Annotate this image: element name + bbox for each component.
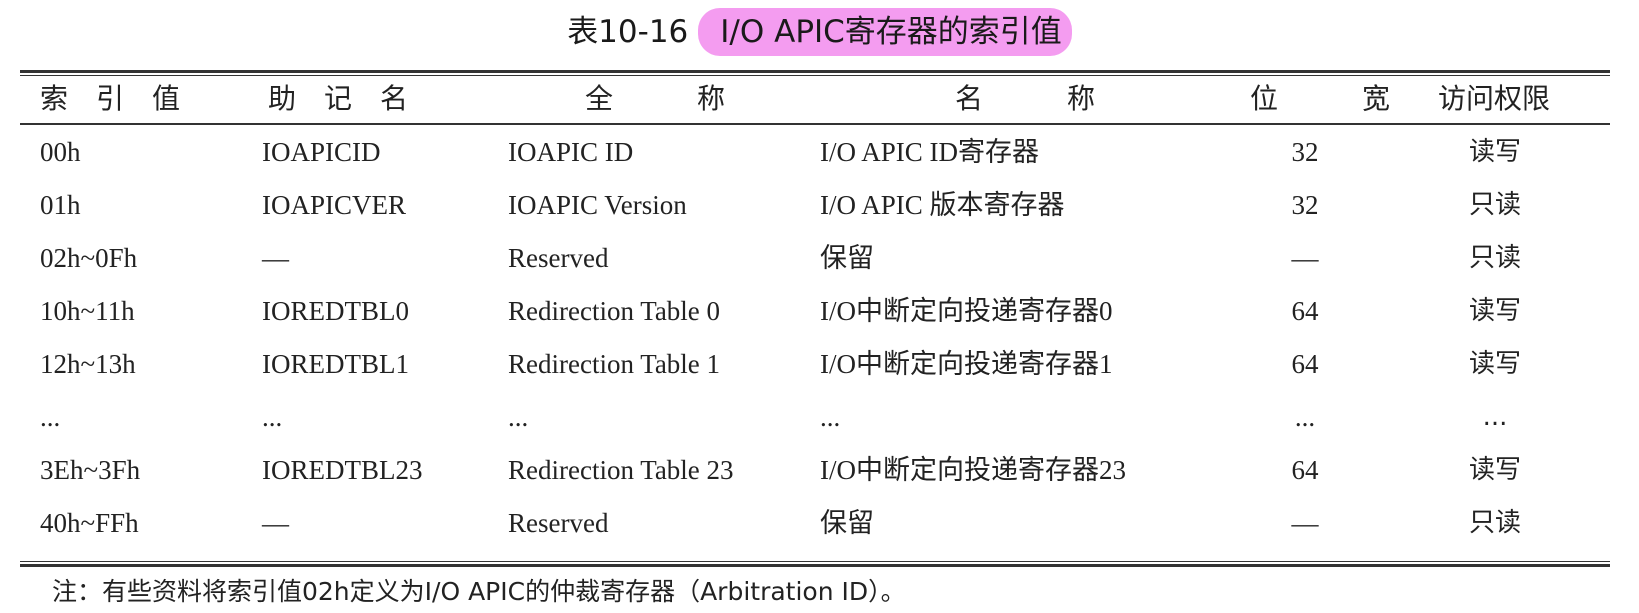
cell-index: 10h~11h (40, 296, 135, 326)
table-footnote: 注：有些资料将索引值02h定义为I/O APIC的仲裁寄存器（Arbitrati… (52, 577, 906, 606)
table-row: 3Eh~3Fh IOREDTBL23 Redirection Table 23 … (0, 444, 1639, 496)
cell-full-name: IOAPIC ID (508, 137, 634, 167)
cell-name: 保留 (820, 243, 874, 273)
cell-mnemonic: ... (262, 402, 283, 432)
top-rule (20, 70, 1610, 73)
table-row: 01h IOAPICVER IOAPIC Version I/O APIC 版本… (0, 179, 1639, 231)
cell-access: 读写 (1468, 349, 1521, 379)
header-name: 名 称 (955, 82, 1096, 115)
cell-mnemonic: IOREDTBL1 (262, 349, 409, 379)
table-row: 10h~11h IOREDTBL0 Redirection Table 0 I/… (0, 285, 1639, 337)
cell-full-name: Redirection Table 1 (508, 349, 721, 379)
cell-bit-width: 32 (1291, 190, 1319, 220)
table-row: 02h~0Fh — Reserved 保留 — 只读 (0, 232, 1639, 284)
cell-access: 只读 (1468, 243, 1521, 273)
cell-access: 读写 (1468, 455, 1521, 485)
table-row: 00h IOAPICID IOAPIC ID I/O APIC ID寄存器 32… (0, 126, 1639, 178)
cell-name: I/O中断定向投递寄存器23 (820, 455, 1126, 485)
cell-access: 读写 (1468, 137, 1521, 167)
cell-bit-width: — (1291, 508, 1319, 538)
cell-bit-width: — (1291, 243, 1319, 273)
bottom-rule (20, 564, 1610, 567)
cell-mnemonic: IOAPICID (262, 137, 381, 167)
header-rule (20, 123, 1610, 125)
cell-full-name: IOAPIC Version (508, 190, 687, 220)
table-row: ... ... ... ... ... ... (0, 391, 1639, 443)
cell-bit-width: 64 (1291, 455, 1319, 485)
cell-index: 12h~13h (40, 349, 136, 379)
cell-full-name: Redirection Table 0 (508, 296, 721, 326)
table-title-highlight: I/O APIC寄存器的索引值 (698, 8, 1072, 56)
header-access: 访问权限 (1438, 82, 1551, 115)
cell-full-name: Reserved (508, 243, 609, 273)
cell-name: I/O中断定向投递寄存器1 (820, 349, 1113, 379)
cell-mnemonic: IOREDTBL0 (262, 296, 409, 326)
cell-name: I/O APIC ID寄存器 (820, 137, 1040, 167)
header-full-name: 全 称 (585, 82, 726, 115)
header-bit-width: 位 宽 (1250, 82, 1391, 115)
cell-index: 40h~FFh (40, 508, 139, 538)
cell-full-name: Reserved (508, 508, 609, 538)
cell-mnemonic: — (262, 508, 289, 538)
top-rule-thin (20, 75, 1610, 76)
cell-mnemonic: IOREDTBL23 (262, 455, 423, 485)
cell-bit-width: 64 (1291, 349, 1319, 379)
cell-access: 读写 (1468, 296, 1521, 326)
bottom-rule-thin (20, 561, 1610, 562)
cell-name: I/O中断定向投递寄存器0 (820, 296, 1113, 326)
table-row: 12h~13h IOREDTBL1 Redirection Table 1 I/… (0, 338, 1639, 390)
table-number: 表10-16 (567, 14, 689, 50)
cell-bit-width: ... (1294, 402, 1316, 432)
table-row: 40h~FFh — Reserved 保留 — 只读 (0, 497, 1639, 549)
cell-access: ... (1482, 402, 1508, 432)
cell-name: 保留 (820, 508, 874, 538)
cell-index: 01h (40, 190, 81, 220)
header-index: 索 引 值 (40, 82, 181, 115)
cell-full-name: Redirection Table 23 (508, 455, 734, 485)
cell-index: 3Eh~3Fh (40, 455, 141, 485)
cell-bit-width: 64 (1291, 296, 1319, 326)
cell-mnemonic: — (262, 243, 289, 273)
cell-name: ... (820, 402, 841, 432)
cell-mnemonic: IOAPICVER (262, 190, 407, 220)
cell-bit-width: 32 (1291, 137, 1319, 167)
cell-name: I/O APIC 版本寄存器 (820, 190, 1065, 220)
cell-index: ... (40, 402, 61, 432)
cell-index: 02h~0Fh (40, 243, 138, 273)
cell-full-name: ... (508, 402, 529, 432)
cell-access: 只读 (1468, 508, 1521, 538)
cell-index: 00h (40, 137, 81, 167)
cell-access: 只读 (1468, 190, 1521, 220)
header-mnemonic: 助 记 名 (268, 82, 409, 115)
